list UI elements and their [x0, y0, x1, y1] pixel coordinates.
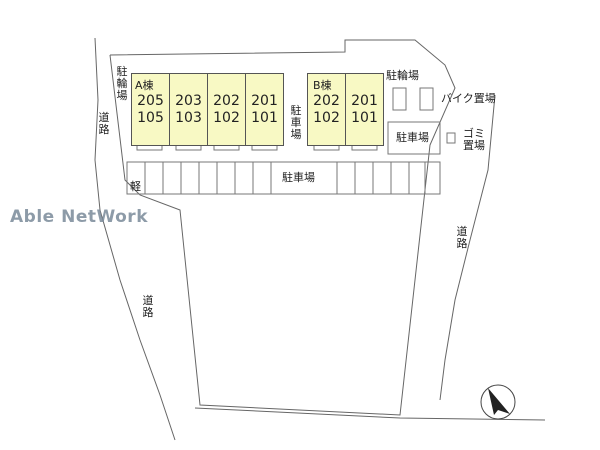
unit-lower: 102 [313, 110, 340, 126]
unit-lower: 101 [251, 110, 278, 126]
garbage-label: ゴミ置場 [463, 127, 485, 152]
unit-upper: 201 [251, 93, 278, 109]
unit-upper: 203 [175, 93, 202, 109]
lot-boundary [109, 39, 456, 416]
unit-lower: 103 [175, 110, 202, 126]
road-label-left-bottom: 道路 [142, 294, 154, 319]
bicycle-parking-left-label: 駐輪場 [116, 65, 128, 102]
unit-a2: 203 103 [169, 73, 208, 146]
unit-b1: 202 102 [307, 73, 346, 146]
garbage-box [446, 132, 456, 144]
unit-b2: 201 101 [345, 73, 384, 146]
bicycle-rack-1 [392, 87, 407, 111]
building-a-label-top: A棟 [135, 79, 154, 92]
parking-stalls [126, 161, 441, 195]
unit-lower: 105 [137, 110, 164, 126]
road-label-left-top: 道路 [98, 111, 110, 136]
left-road-edge [94, 37, 176, 441]
unit-upper: 201 [351, 93, 378, 109]
bike-parking-label: バイク置場 [441, 92, 496, 105]
unit-upper: 205 [137, 93, 164, 109]
unit-upper: 202 [213, 93, 240, 109]
watermark: Able NetWork [10, 207, 148, 227]
unit-lower: 102 [213, 110, 240, 126]
building-b-label: B棟 [313, 79, 332, 92]
right-road-edge [439, 94, 496, 401]
unit-lower: 101 [351, 110, 378, 126]
small-parking-area [387, 121, 441, 155]
small-parking-label: 駐車場 [396, 131, 429, 144]
unit-a3: 202 102 [207, 73, 246, 146]
unit-a4: 201 101 [245, 73, 284, 146]
road-label-right: 道路 [456, 225, 468, 250]
parking-between-label: 駐車場 [290, 104, 302, 141]
bicycle-parking-label: 駐輪場 [386, 69, 419, 82]
unit-upper: 202 [313, 93, 340, 109]
kei-space-label: 軽 [130, 180, 141, 193]
bicycle-rack-2 [419, 87, 434, 111]
north-arrow-icon [480, 384, 516, 420]
main-parking-label: 駐車場 [282, 171, 315, 184]
